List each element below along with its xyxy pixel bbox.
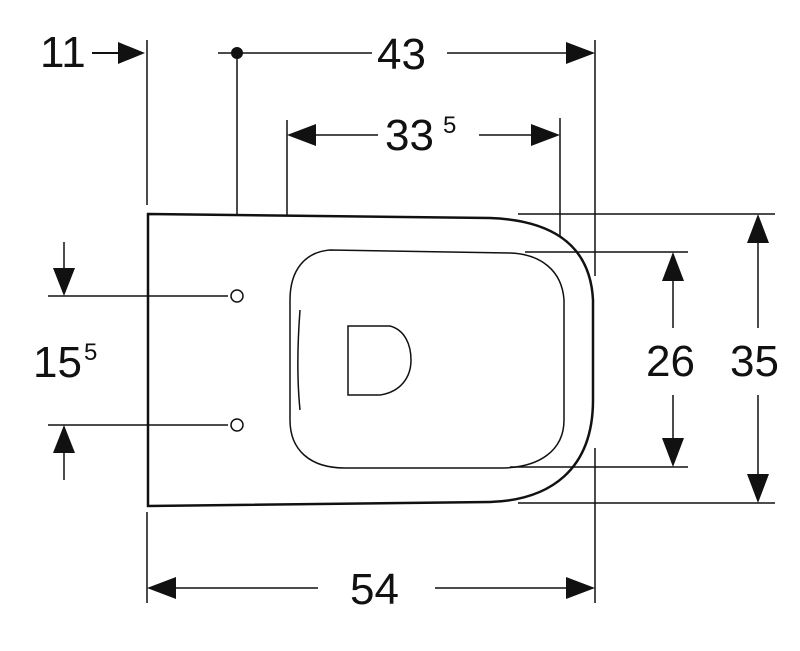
seat-hinge-contour	[297, 309, 301, 411]
dim-inner-depth: 26	[510, 251, 695, 468]
dim-54-value: 54	[350, 565, 399, 614]
dim-155-value-main: 15	[33, 338, 82, 387]
dim-fixing-distance-total: 43	[218, 30, 596, 280]
dim-43-arrow-right	[566, 42, 595, 64]
dim-155-value-sup: 5	[84, 339, 97, 366]
dim-26-arrow-bottom	[662, 438, 684, 467]
toilet-seat-outline	[289, 249, 565, 469]
dim-54-arrow-left	[147, 577, 176, 599]
fixing-hole-lower	[230, 418, 244, 432]
dim-335-arrow-left	[287, 124, 316, 146]
toilet-outer-body	[146, 212, 595, 508]
dim-26-arrow-top	[662, 252, 684, 281]
dim-54-arrow-right	[566, 577, 595, 599]
dim-26-value: 26	[646, 337, 695, 386]
dim-43-value: 43	[377, 30, 426, 79]
dim-overall-depth: 35	[518, 213, 779, 504]
dim-offset-left: 11	[40, 28, 148, 205]
drain-opening	[347, 325, 412, 396]
dim-155-arrow-upper	[53, 268, 75, 296]
dim-35-value: 35	[730, 337, 779, 386]
dim-offset-left-arrow	[118, 42, 145, 64]
dim-overall-length: 54	[146, 448, 596, 614]
fixing-hole-upper	[230, 289, 244, 303]
dim-35-arrow-bottom	[747, 474, 769, 503]
dim-335-value-main: 33	[385, 111, 434, 160]
dim-335-arrow-right	[531, 124, 560, 146]
dim-155-arrow-lower	[53, 425, 75, 453]
dim-35-arrow-top	[747, 214, 769, 243]
dim-335-value-sup: 5	[443, 112, 456, 139]
dim-offset-left-value: 11	[40, 28, 86, 77]
dim-fixing-spacing: 15 5	[33, 242, 228, 480]
